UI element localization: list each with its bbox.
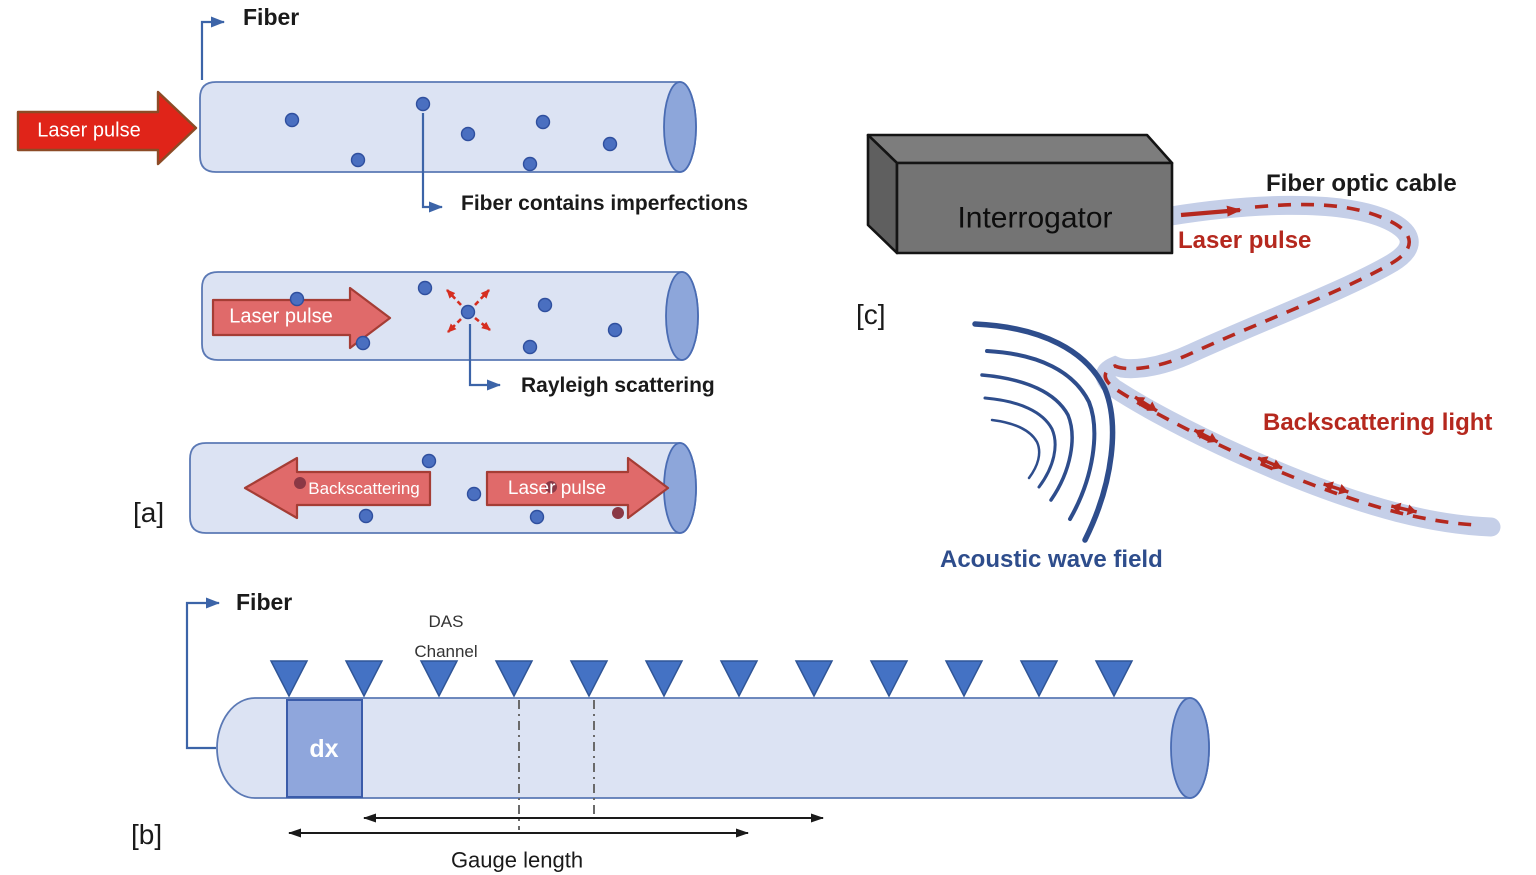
acoustic-wave-arcs: [972, 321, 1116, 543]
imperfection-dot: [522, 156, 538, 172]
imperfection-dot: [602, 136, 618, 152]
dx-label: dx: [309, 734, 339, 763]
panel-a: [16, 16, 699, 534]
panel-a-label: [a]: [133, 497, 165, 528]
imperfection-dot: [466, 486, 482, 502]
fiber-1-body: [199, 81, 697, 173]
fiber-2-imperfection-dots: [289, 280, 623, 355]
imperfection-dot: [421, 453, 437, 469]
imperfection-dot: [417, 280, 433, 296]
das-channel-label-line1: DAS: [428, 612, 464, 632]
rayleigh-callout-line: [468, 324, 501, 391]
laser-pulse-arrow-2: [211, 286, 392, 350]
das-channel-marker: [869, 660, 909, 698]
imperfection-dot: [284, 112, 300, 128]
acoustic-wave-field-label: Acoustic wave field: [940, 546, 1163, 573]
dx-segment: [286, 699, 363, 798]
backscattering-arrows: [1134, 395, 1418, 516]
fiber-optic-cable-label: Fiber optic cable: [1266, 170, 1457, 197]
das-channel-marker: [494, 660, 534, 698]
laser-pulse-exit-arrow: [1180, 205, 1242, 218]
interrogator-box: [866, 133, 1174, 255]
fiber-1-imperfection-dots: [284, 96, 618, 172]
imperfection-dot: [355, 335, 371, 351]
das-channel-marker: [269, 660, 309, 698]
fiber-3-imperfection-dots: [294, 453, 624, 525]
das-channel-label-line2: Channel: [414, 642, 478, 662]
fiber-pointer-line-a: [200, 16, 225, 80]
backscattering-label: Backscattering: [308, 479, 420, 499]
panel-c-label: [c]: [856, 299, 886, 330]
imperfection-dot: [529, 509, 545, 525]
backscatter-arrow-icon: [1390, 502, 1418, 516]
das-channel-marker: [1094, 660, 1134, 698]
imperfection-dot-dark: [612, 507, 624, 519]
laser-pulse-label-2: Laser pulse: [229, 305, 333, 328]
interrogator-front-face: [895, 161, 1174, 255]
laser-pulse-label-c: Laser pulse: [1178, 227, 1312, 254]
backscattering-arrow: [243, 456, 432, 520]
das-channel-marker: [344, 660, 384, 698]
imperfection-dot-dark: [545, 481, 557, 493]
imperfection-dot: [350, 152, 366, 168]
rayleigh-label: Rayleigh scattering: [521, 374, 715, 397]
imperfections-label: Fiber contains imperfections: [461, 192, 749, 215]
backscattering-light-label: Backscattering light: [1263, 409, 1493, 436]
panel-c: [866, 133, 1501, 543]
das-channel-marker: [569, 660, 609, 698]
imperfection-dot: [415, 96, 431, 112]
das-channel-marker: [944, 660, 984, 698]
das-fiber-body: [216, 697, 1210, 799]
interrogator-label: Interrogator: [957, 201, 1113, 235]
fiber-1-endcap: [663, 81, 697, 173]
fiber-pointer-label-a: Fiber: [243, 4, 300, 30]
interrogator-top-face: [866, 133, 1174, 165]
backscatter-arrow-icon: [1134, 395, 1158, 413]
gauge-length-label: Gauge length: [450, 847, 584, 873]
das-fiber-endcap: [1170, 697, 1210, 799]
das-channel-marker: [644, 660, 684, 698]
laser-pulse-label-3: Laser pulse: [507, 478, 607, 500]
imperfection-dot: [460, 304, 476, 320]
laser-pulse-label-1: Laser pulse: [37, 119, 141, 142]
panel-b-label: [b]: [131, 819, 163, 850]
laser-pulse-dashed-path: [1103, 202, 1478, 527]
imperfection-dot: [358, 508, 374, 524]
backscatter-arrow-icon: [1257, 456, 1283, 470]
imperfection-dot: [460, 126, 476, 142]
imperfection-dot: [522, 339, 538, 355]
fiber-pointer-line-b: [185, 597, 220, 750]
fiber-2-endcap: [665, 271, 699, 361]
fiber-pointer-label-b: Fiber: [236, 589, 293, 615]
laser-pulse-arrow-3: [485, 456, 670, 520]
imperfection-dot-dark: [294, 477, 306, 489]
laser-pulse-arrow-1: [16, 90, 198, 166]
imperfection-dot: [537, 297, 553, 313]
backscatter-arrow-icon: [1193, 428, 1219, 444]
das-channel-marker: [794, 660, 834, 698]
das-channel-marker: [419, 660, 459, 698]
imperfection-dot: [535, 114, 551, 130]
imperfection-dot: [289, 291, 305, 307]
imperfection-dot: [607, 322, 623, 338]
das-channel-marker: [1019, 660, 1059, 698]
rayleigh-scatter-arrows-icon: [446, 289, 491, 333]
backscatter-arrow-icon: [1323, 481, 1349, 495]
panel-b: [185, 597, 1210, 838]
das-channel-marker: [719, 660, 759, 698]
das-channel-markers: [269, 660, 1134, 698]
imperfections-callout-line: [421, 113, 443, 213]
